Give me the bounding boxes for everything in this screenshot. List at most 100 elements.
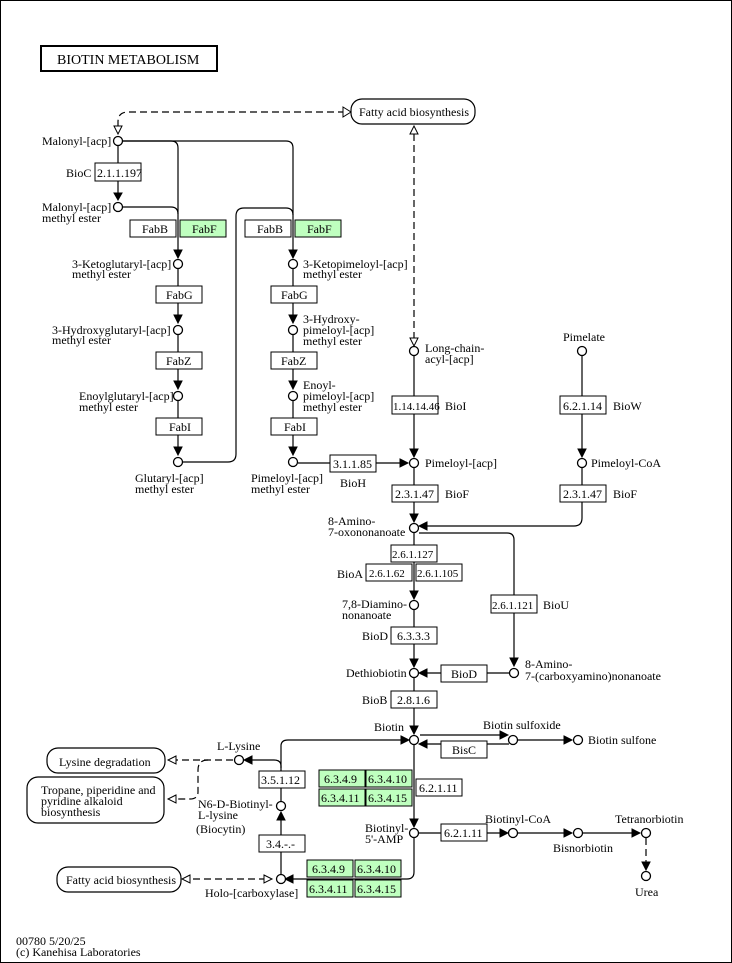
enzyme-fabB-2[interactable]: FabB — [244, 219, 292, 238]
label: 5'-AMP — [365, 832, 403, 846]
map-fatty-acid-bottom[interactable]: Fatty acid biosynthesis — [56, 866, 182, 893]
enzyme-1-14-14-46[interactable]: 1.14.14.46 — [391, 395, 440, 415]
compound-pimelate[interactable] — [576, 345, 588, 357]
enzyme-3-5-1-12[interactable]: 3.5.1.12 — [258, 770, 306, 789]
enzyme-fabF-2[interactable]: FabF — [294, 219, 342, 238]
compound-enoylpimeloyl[interactable] — [287, 390, 299, 402]
compound-long-chain-acyl-acp[interactable] — [408, 345, 420, 357]
compound-hydroxypimeloyl[interactable] — [287, 324, 299, 336]
label: BioB — [362, 693, 387, 707]
enzyme-fabI-2[interactable]: FabI — [270, 417, 318, 436]
label: Pimelate — [563, 330, 605, 344]
compound-carboxyaminononanoate[interactable] — [508, 667, 520, 679]
open-arrow-icon — [113, 125, 123, 136]
compound-biotinyl-5-amp[interactable] — [408, 827, 420, 839]
label: 6.3.4.15 — [368, 791, 407, 805]
enzyme-bisC[interactable]: BisC — [440, 740, 488, 759]
enzyme-3-4[interactable]: 3.4.-.- — [258, 834, 306, 853]
enzyme-6-3-4-9-b[interactable]: 6.3.4.9 — [306, 859, 354, 878]
compound-pimeloyl-acp-methyl-ester[interactable] — [287, 456, 299, 468]
compound-7-8-diaminononanoate[interactable] — [408, 599, 420, 611]
map-lysine-degradation[interactable]: Lysine degradation — [46, 747, 166, 774]
label: 8-Amino- — [525, 657, 572, 671]
footer-map-id: 00780 5/20/25 — [16, 934, 86, 948]
enzyme-6-2-1-11-b[interactable]: 6.2.1.11 — [440, 823, 488, 842]
enzyme-fabF-1[interactable]: FabF — [179, 219, 227, 238]
open-arrow-icon — [409, 124, 419, 135]
enzyme-2-6-1-105[interactable]: 2.6.1.105 — [415, 563, 463, 582]
enzyme-6-3-4-10-b[interactable]: 6.3.4.10 — [354, 859, 402, 878]
box-shape — [440, 664, 488, 683]
map-fatty-acid-top[interactable]: Fatty acid biosynthesis — [350, 98, 476, 125]
label: Biotin sulfone — [588, 733, 656, 747]
box-shape — [415, 563, 463, 582]
enzyme-6-3-4-11-b[interactable]: 6.3.4.11 — [306, 879, 354, 898]
open-arrow-icon — [180, 874, 191, 884]
enzyme-2-3-1-47-a[interactable]: 2.3.1.47 — [391, 484, 439, 503]
pathway-title-text: BIOTIN METABOLISM — [57, 53, 200, 68]
box-shape — [155, 417, 203, 436]
arrow-icon — [173, 380, 183, 391]
enzyme-2-6-1-121[interactable]: 2.6.1.121 — [490, 594, 538, 614]
label: Urea — [635, 885, 659, 899]
compound-biotin-sulfone[interactable] — [572, 734, 584, 746]
compound-malonyl-acp[interactable] — [112, 135, 124, 147]
compound-biocytin[interactable] — [275, 800, 287, 812]
compound-tetranorbiotin[interactable] — [640, 827, 652, 839]
map-tropane-alkaloid[interactable]: Tropane, piperidine and pyridine alkaloi… — [26, 776, 165, 824]
box-shape — [559, 395, 607, 415]
compound-malonyl-acp-methyl-ester[interactable] — [112, 201, 124, 213]
enzyme-2-6-1-62[interactable]: 2.6.1.62 — [365, 563, 413, 582]
enzyme-bioD[interactable]: BioD — [440, 664, 488, 683]
compound-pimeloyl-coa[interactable] — [576, 457, 588, 469]
label: 6.2.1.11 — [444, 826, 483, 840]
label: 1.14.14.46 — [393, 401, 440, 413]
compound-biotin[interactable] — [408, 734, 420, 746]
enzyme-fabB-1[interactable]: FabB — [129, 219, 177, 238]
enzyme-6-3-4-11-a[interactable]: 6.3.4.11 — [318, 788, 366, 807]
compound-urea[interactable] — [640, 870, 652, 882]
enzyme-2-3-1-47-b[interactable]: 2.3.1.47 — [559, 484, 607, 503]
label: 2.3.1.47 — [563, 487, 602, 501]
label: N6-D-Biotinyl- — [198, 797, 273, 811]
compound-ketopimeloyl[interactable] — [287, 258, 299, 270]
compound-ketoglutaryl[interactable] — [172, 258, 184, 270]
enzyme-2-1-1-197[interactable]: 2.1.1.197 — [94, 162, 142, 182]
enzyme-2-6-1-127[interactable]: 2.6.1.127 — [390, 544, 438, 563]
enzyme-6-2-1-11-a[interactable]: 6.2.1.11 — [415, 778, 463, 797]
footer: 00780 5/20/25 (c) Kanehisa Laboratories — [16, 934, 141, 959]
label: Glutaryl-[acp] — [135, 471, 204, 485]
compound-glutaryl[interactable] — [172, 456, 184, 468]
label: L-lysine — [198, 808, 238, 822]
enzyme-6-3-4-10-a[interactable]: 6.3.4.10 — [365, 769, 413, 788]
reaction-line — [123, 206, 179, 215]
compound-dethiobiotin[interactable] — [408, 667, 420, 679]
enzyme-3-1-1-85[interactable]: 3.1.1.85 — [329, 454, 377, 473]
label: methyl ester — [303, 334, 362, 348]
enzyme-6-3-4-15-b[interactable]: 6.3.4.15 — [354, 879, 402, 898]
compound-bisnorbiotin[interactable] — [572, 827, 584, 839]
compound-biotin-sulfoxide[interactable] — [507, 734, 519, 746]
enzyme-fabZ-2[interactable]: FabZ — [270, 351, 318, 370]
arrow-icon — [113, 192, 123, 202]
box-shape — [318, 769, 366, 788]
compound-l-lysine[interactable] — [233, 754, 245, 766]
label: methyl ester — [42, 211, 101, 225]
compound-8-amino-7-oxononanoate[interactable] — [408, 522, 420, 534]
compound-pimeloyl-acp[interactable] — [408, 457, 420, 469]
enzyme-fabI-1[interactable]: FabI — [155, 417, 203, 436]
compound-holo-carboxylase[interactable] — [275, 873, 287, 885]
compound-enoylglutaryl[interactable] — [172, 390, 184, 402]
label: 6.2.1.14 — [563, 399, 602, 413]
enzyme-6-3-3-3[interactable]: 6.3.3.3 — [390, 626, 438, 645]
enzyme-2-8-1-6[interactable]: 2.8.1.6 — [390, 690, 438, 709]
compound-biotinyl-coa[interactable] — [507, 827, 519, 839]
compound-hydroxyglutaryl[interactable] — [172, 324, 184, 336]
enzyme-fabG-2[interactable]: FabG — [270, 285, 318, 304]
enzyme-fabZ-1[interactable]: FabZ — [155, 351, 203, 370]
enzyme-6-2-1-14[interactable]: 6.2.1.14 — [559, 395, 607, 415]
enzyme-6-3-4-15-a[interactable]: 6.3.4.15 — [365, 788, 413, 807]
enzyme-fabG-1[interactable]: FabG — [155, 285, 203, 304]
label: BioC — [66, 166, 91, 180]
enzyme-6-3-4-9-a[interactable]: 6.3.4.9 — [318, 769, 366, 788]
